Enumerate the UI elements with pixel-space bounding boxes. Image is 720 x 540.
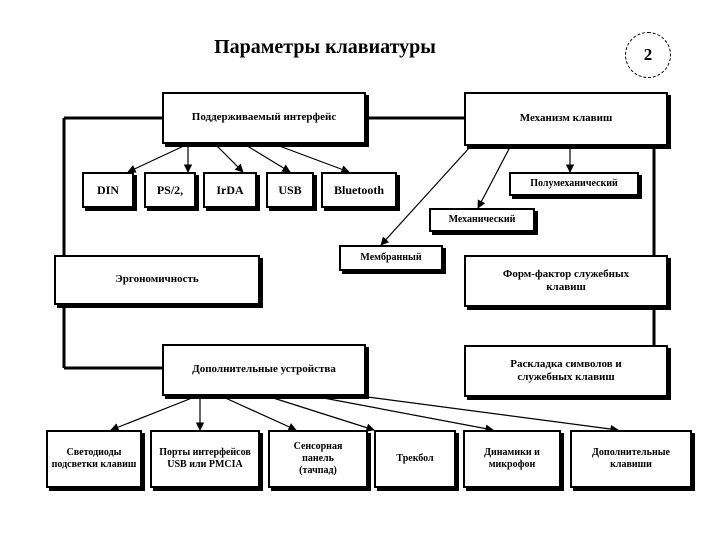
page-number-badge: 2 (625, 32, 671, 78)
additional-item-speakers-mic: Динамики и микрофон (463, 430, 561, 488)
additional-devices-header-box: Дополнительные устройства (162, 344, 366, 396)
arrows (110, 143, 619, 434)
interface-header-box: Поддерживаемый интерфейс (162, 92, 366, 144)
additional-item-touchpad: Сенсорная панель (тачпад) (268, 430, 368, 488)
additional-item-interface-ports: Порты интерфейсов USB или PMCIA (150, 430, 260, 488)
mechanism-item-membrane: Мембранный (339, 245, 443, 271)
additional-item-extra-keys: Дополнительные клавиши (570, 430, 692, 488)
mechanism-item-semi-mechanical: Полумеханический (509, 172, 639, 196)
mechanism-item-mechanical: Механический (429, 208, 535, 232)
frame-lines (62, 116, 656, 370)
layout-box: Раскладка символов и служебных клавиш (464, 345, 668, 397)
form-factor-box: Форм-фактор служебных клавиш (464, 255, 668, 307)
page-title: Параметры клавиатуры (214, 36, 436, 58)
ergonomics-box: Эргономичность (54, 255, 260, 305)
interface-item-bluetooth: Bluetooth (321, 172, 397, 208)
interface-item-irda: IrDA (203, 172, 257, 208)
additional-item-backlight-leds: Светодиоды подсветки клавиш (46, 430, 142, 488)
mechanism-header-box: Механизм клавиш (464, 92, 668, 146)
additional-item-trackball: Трекбол (374, 430, 456, 488)
interface-item-ps2: PS/2, (144, 172, 196, 208)
interface-item-usb: USB (266, 172, 314, 208)
interface-item-din: DIN (82, 172, 134, 208)
